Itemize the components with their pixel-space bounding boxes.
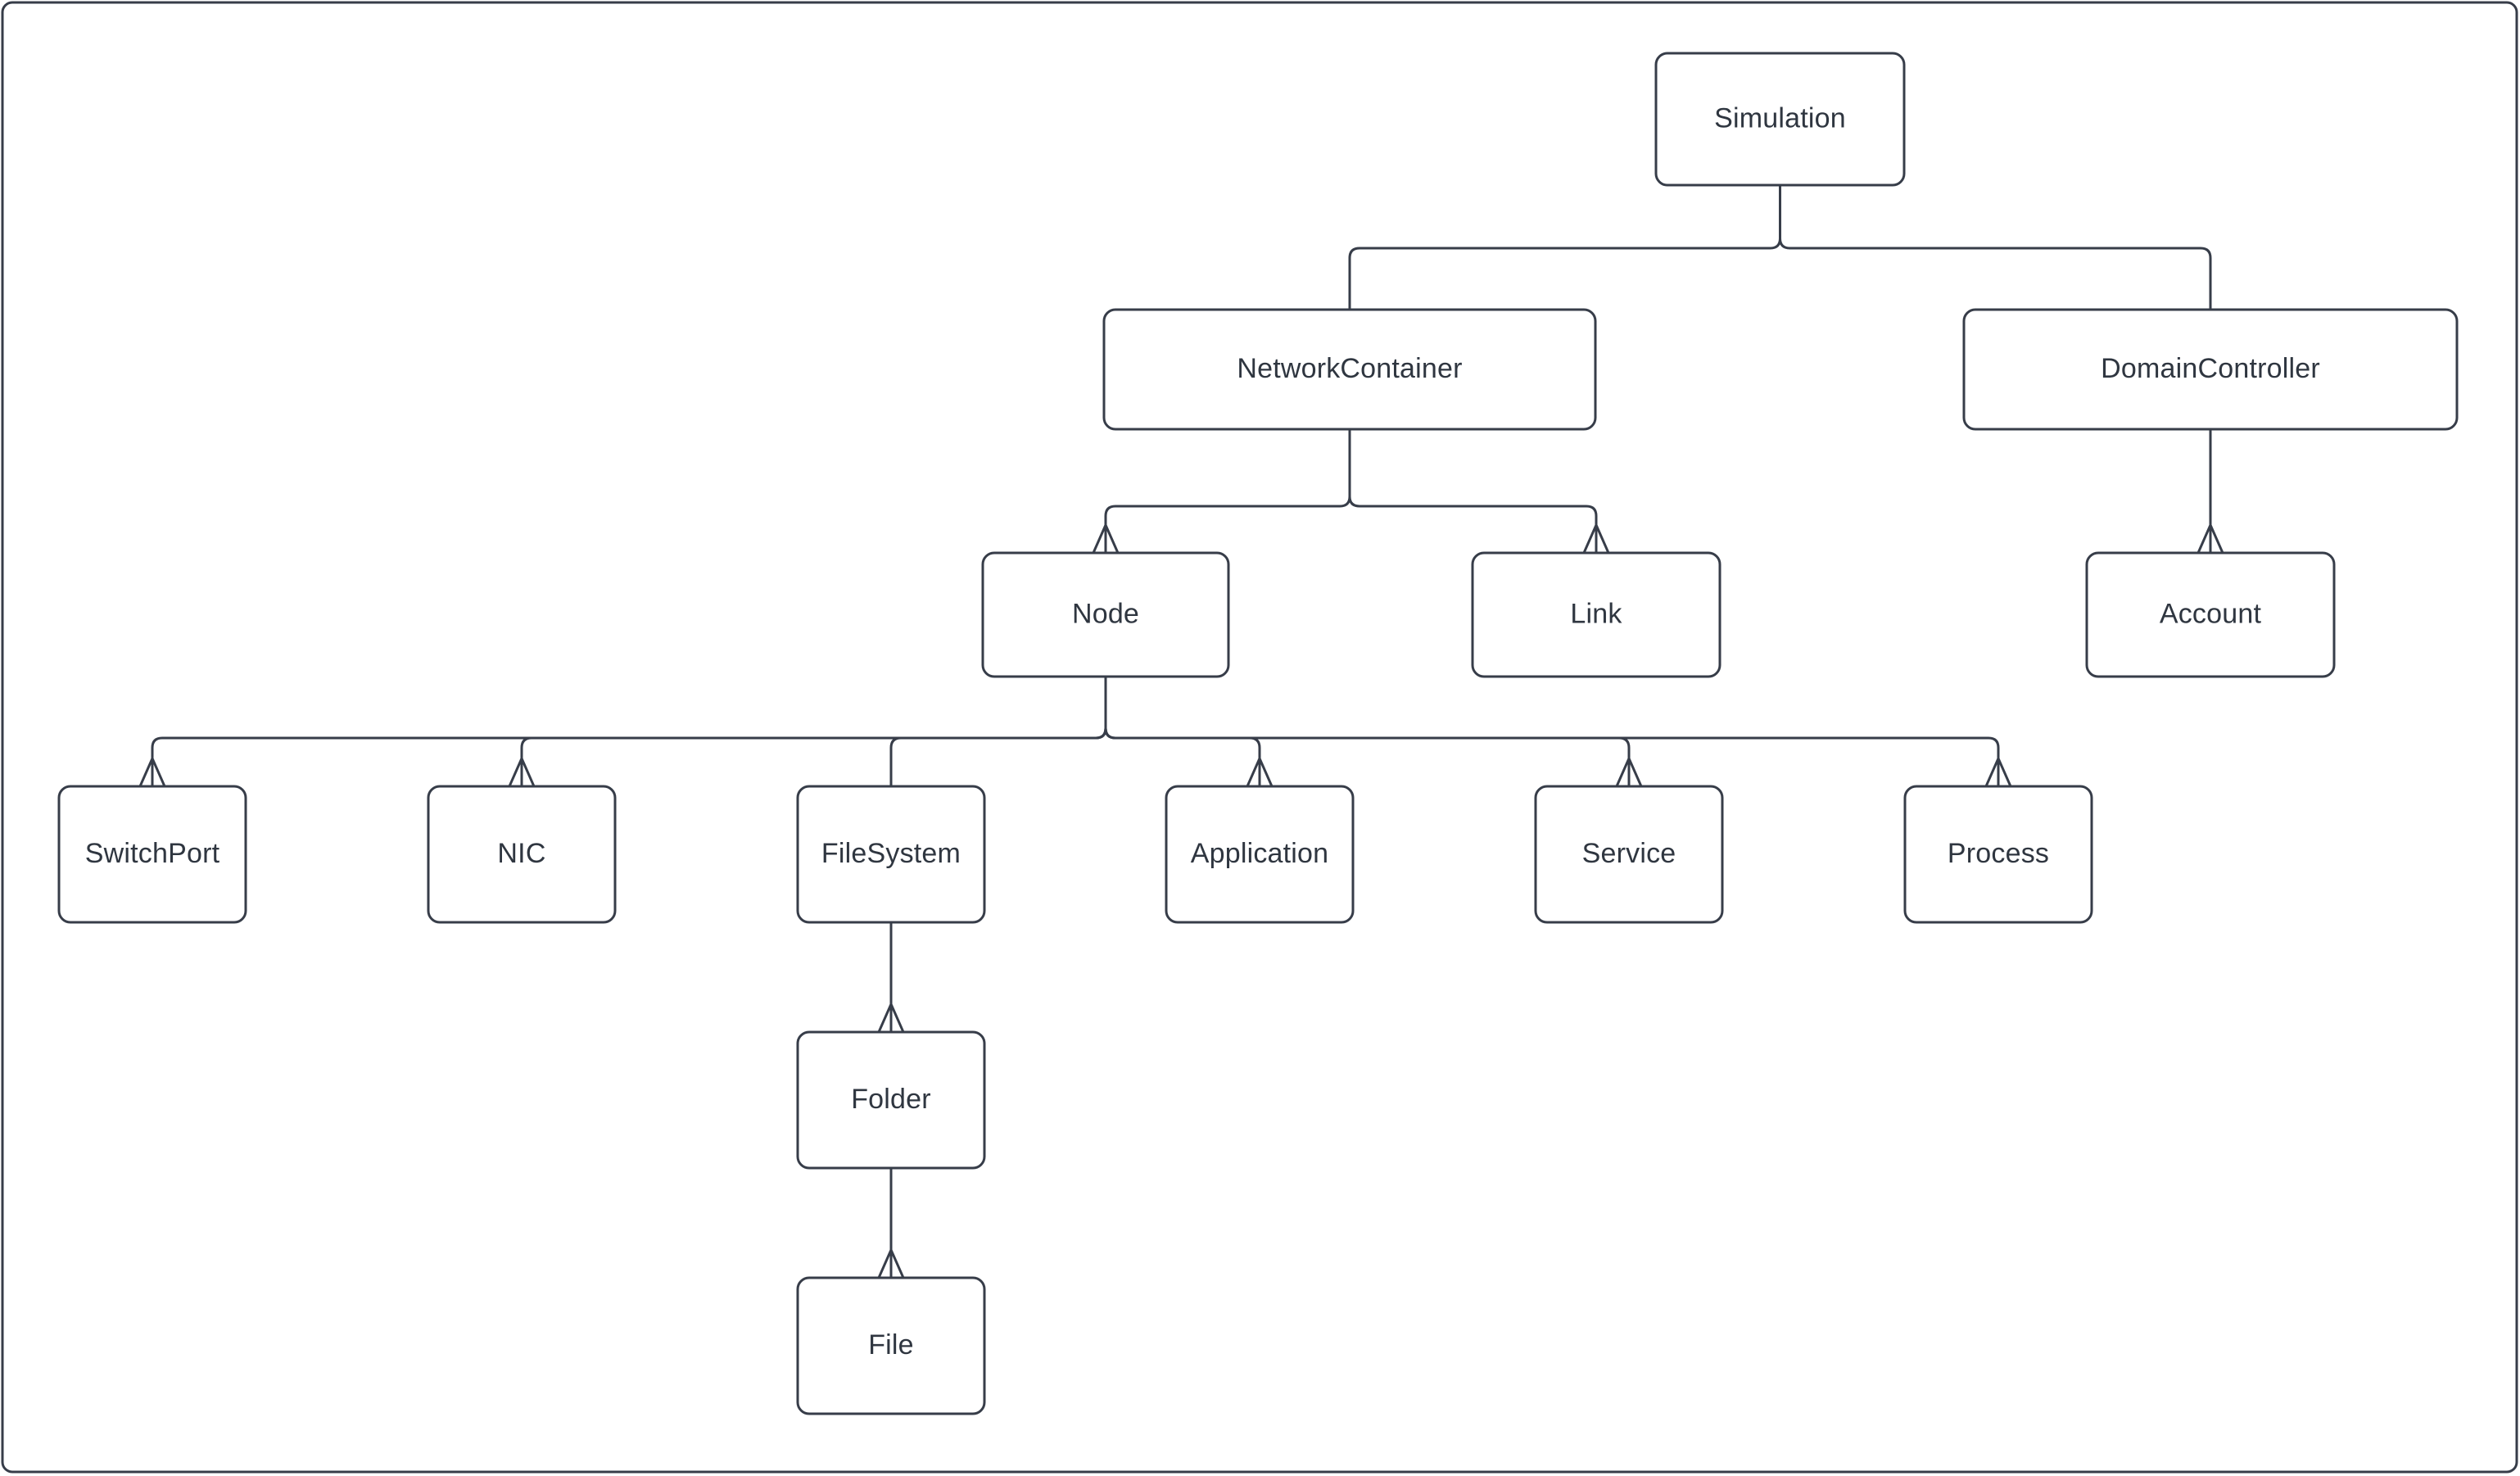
node-label-process: Process: [1948, 838, 2049, 869]
node-service[interactable]: Service: [1536, 786, 1722, 922]
node-link[interactable]: Link: [1473, 553, 1720, 677]
node-filesystem[interactable]: FileSystem: [798, 786, 984, 922]
node-label-link: Link: [1570, 598, 1622, 629]
node-folder[interactable]: Folder: [798, 1032, 984, 1168]
node-label-file: File: [868, 1329, 914, 1361]
node-domaincontroller[interactable]: DomainController: [1964, 310, 2457, 429]
node-label-domaincontroller: DomainController: [2101, 353, 2320, 384]
node-process[interactable]: Process: [1905, 786, 2092, 922]
node-nic[interactable]: NIC: [428, 786, 615, 922]
node-label-account: Account: [2160, 598, 2262, 629]
node-file[interactable]: File: [798, 1278, 984, 1414]
node-label-filesystem: FileSystem: [821, 838, 961, 869]
node-label-networkcontainer: NetworkContainer: [1237, 353, 1462, 384]
node-switchport[interactable]: SwitchPort: [59, 786, 246, 922]
node-label-nic: NIC: [497, 838, 545, 869]
node-label-service: Service: [1582, 838, 1676, 869]
node-simulation[interactable]: Simulation: [1656, 53, 1904, 185]
node-account[interactable]: Account: [2087, 553, 2334, 677]
node-node[interactable]: Node: [983, 553, 1228, 677]
node-label-simulation: Simulation: [1714, 102, 1846, 134]
node-label-switchport: SwitchPort: [85, 838, 220, 869]
node-label-folder: Folder: [851, 1084, 931, 1115]
node-label-node: Node: [1072, 598, 1139, 629]
node-application[interactable]: Application: [1166, 786, 1353, 922]
node-networkcontainer[interactable]: NetworkContainer: [1104, 310, 1595, 429]
node-label-application: Application: [1191, 838, 1329, 869]
